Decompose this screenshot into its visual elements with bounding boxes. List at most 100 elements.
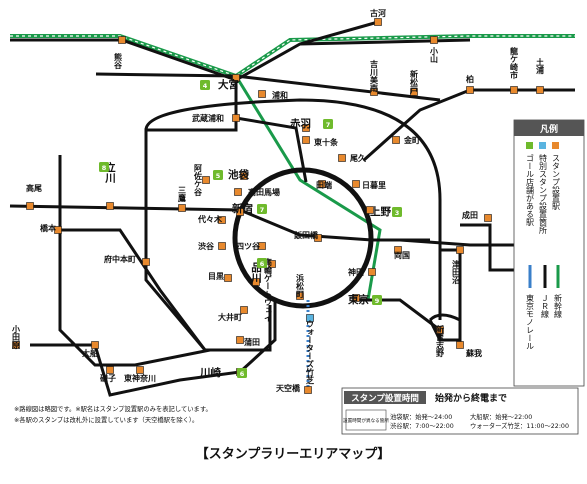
station-label-tenkubashi: 天空橋 <box>276 383 301 393</box>
goal-badge-ikebukuro <box>213 170 223 180</box>
station-marker-hashimoto <box>54 226 62 234</box>
goal-badge-number-ueno: 3 <box>395 209 400 217</box>
shinkansen-line-tohoku <box>10 34 575 79</box>
note-line-2: ※各駅のスタンプは改札外に設置しています（天空橋駅を除く）。 <box>14 415 198 424</box>
jr-line-tokyo-outer <box>144 80 272 352</box>
station-marker-musashiurawa <box>232 114 240 122</box>
station-label-musashiurawa: 武蔵浦和 <box>192 113 224 123</box>
station-marker-asagaya <box>202 176 210 184</box>
goal-badge-number-kawasaki: 6 <box>240 370 245 378</box>
station-marker-ikebukuro <box>240 172 248 180</box>
map-caption: 【スタンプラリーエリアマップ】 <box>196 446 391 462</box>
station-label-oimachi: 大井町 <box>218 312 242 322</box>
station-label-kinshicho: 金町 <box>403 135 420 145</box>
hours-label: 設置時間が異なる箇所 <box>343 417 389 424</box>
goal-badge-number-shinjuku: 7 <box>260 206 265 214</box>
station-label-ryugasaki: 龍ケ崎市 <box>510 46 519 80</box>
legend-goal-label: ゴール店舗がある駅 <box>526 153 535 227</box>
legend-monorail-label: 東京モノレール <box>526 293 535 350</box>
hours-label-frame <box>345 409 387 431</box>
goal-badge-shinagawa <box>257 258 267 268</box>
station-label-asagaya: 阿佐ケ谷 <box>193 164 203 197</box>
station-label-higashikanagawa: 東神奈川 <box>124 373 156 383</box>
station-label-iidabashi: 飯田橋 <box>293 230 319 240</box>
jr-line-musashino-outer <box>144 98 442 320</box>
goal-badge-tokyo <box>372 295 382 305</box>
station-marker-shinmatsudo <box>410 88 418 96</box>
station-label-ofuna: 大船 <box>82 348 98 358</box>
station-marker-isogo <box>106 366 114 374</box>
station-label-nippori: 日暮里 <box>362 180 386 190</box>
legend-title: 凡例 <box>539 123 558 135</box>
station-label-kawasaki: 川崎 <box>199 366 221 379</box>
station-label-shinjuku: 新宿 <box>232 202 253 215</box>
goal-badge-akabane <box>323 119 333 129</box>
stamp-hours-box: スタンプ設置時間 始発から終電まで 設置時間が異なる箇所 池袋駅：始発～24:0… <box>341 387 579 435</box>
station-marker-takao <box>26 202 34 210</box>
station-marker-yotsuya <box>258 242 266 250</box>
goal-badge-shinjuku <box>257 204 267 214</box>
station-marker-shinagawa <box>252 278 260 286</box>
station-marker-kashiwa <box>466 86 474 94</box>
station-marker-yoyogi <box>218 216 226 224</box>
station-label-omiya: 大宮 <box>218 78 239 91</box>
station-marker-oku <box>338 154 346 162</box>
legend-shinkansen-label: 新幹線 <box>554 293 563 318</box>
station-label-odawara: 小田原 <box>12 324 21 350</box>
station-label-oku: 尾久 <box>349 153 367 163</box>
station-marker-shinjuku <box>236 208 244 216</box>
station-marker-higashikanagawa <box>136 366 144 374</box>
station-label-hashimoto: 橋本 <box>40 223 56 233</box>
goal-badge-kawasaki <box>237 368 247 378</box>
station-label-narita: 成田 <box>462 210 478 220</box>
station-label-takao: 高尾 <box>26 183 42 193</box>
jr-line-keiyo-loop <box>428 313 462 342</box>
station-marker-hamamatsucho <box>296 292 304 300</box>
station-label-yoshikawa: 吉川美南 <box>369 59 379 93</box>
goal-badge-number-omiya: 4 <box>203 82 208 90</box>
hours-title-bar <box>344 391 426 404</box>
legend-title-bar <box>514 120 584 136</box>
jr-line-joban <box>363 88 575 162</box>
station-label-koga: 古河 <box>370 8 386 18</box>
legend-jr-label: ＪＲ線 <box>541 294 550 318</box>
station-label-yotsuya: 四ツ谷 <box>236 241 261 251</box>
station-label-oyama: 小山 <box>430 46 439 64</box>
station-marker-tokyo <box>352 294 360 302</box>
station-label-kamata: 蒲田 <box>244 337 260 347</box>
station-marker-narita <box>484 214 492 222</box>
legend-stamp-label: スタンプ設置駅 <box>552 154 561 211</box>
hours-main: 始発から終電まで <box>435 392 507 404</box>
station-label-takeshiba: ウォーターズ竹芝 <box>306 320 315 385</box>
station-label-shinmatsudo: 新松戸 <box>410 69 419 95</box>
station-marker-fuchu <box>142 258 150 266</box>
goal-badge-number-tachikawa: 8 <box>102 164 107 172</box>
station-label-mitaka: 三鷹 <box>178 186 187 203</box>
jr-line-ryomo <box>299 38 471 46</box>
station-marker-urawa <box>258 90 266 98</box>
station-marker-ueno <box>366 206 374 214</box>
station-marker-takeshiba <box>306 314 314 322</box>
station-marker-akabane <box>302 124 310 132</box>
station-marker-kanda <box>368 268 376 276</box>
station-marker-tenkubashi <box>304 386 312 394</box>
jr-line-yokohama <box>58 155 211 367</box>
station-marker-ofuna <box>91 341 99 349</box>
station-label-tsuchiura: 土浦 <box>536 57 545 75</box>
station-marker-shinnarashino <box>436 326 444 334</box>
station-marker-tsuchiura <box>536 86 544 94</box>
station-marker-takanawa <box>268 260 276 268</box>
station-label-urawa: 浦和 <box>272 90 288 100</box>
station-label-kanda: 神田 <box>348 267 364 277</box>
station-label-kashiwa: 柏 <box>466 74 474 84</box>
station-label-meguro: 目黒 <box>208 271 224 281</box>
legend-special-icon <box>539 142 546 149</box>
station-marker-kuki <box>118 36 126 44</box>
goal-badge-number-tokyo: 9 <box>375 297 380 305</box>
station-marker-ryogoku <box>394 246 402 254</box>
station-marker-kamata <box>236 336 244 344</box>
station-label-fuchu: 府中本町 <box>104 254 136 264</box>
goal-badge-ueno <box>392 207 402 217</box>
station-marker-tabata <box>318 180 326 188</box>
